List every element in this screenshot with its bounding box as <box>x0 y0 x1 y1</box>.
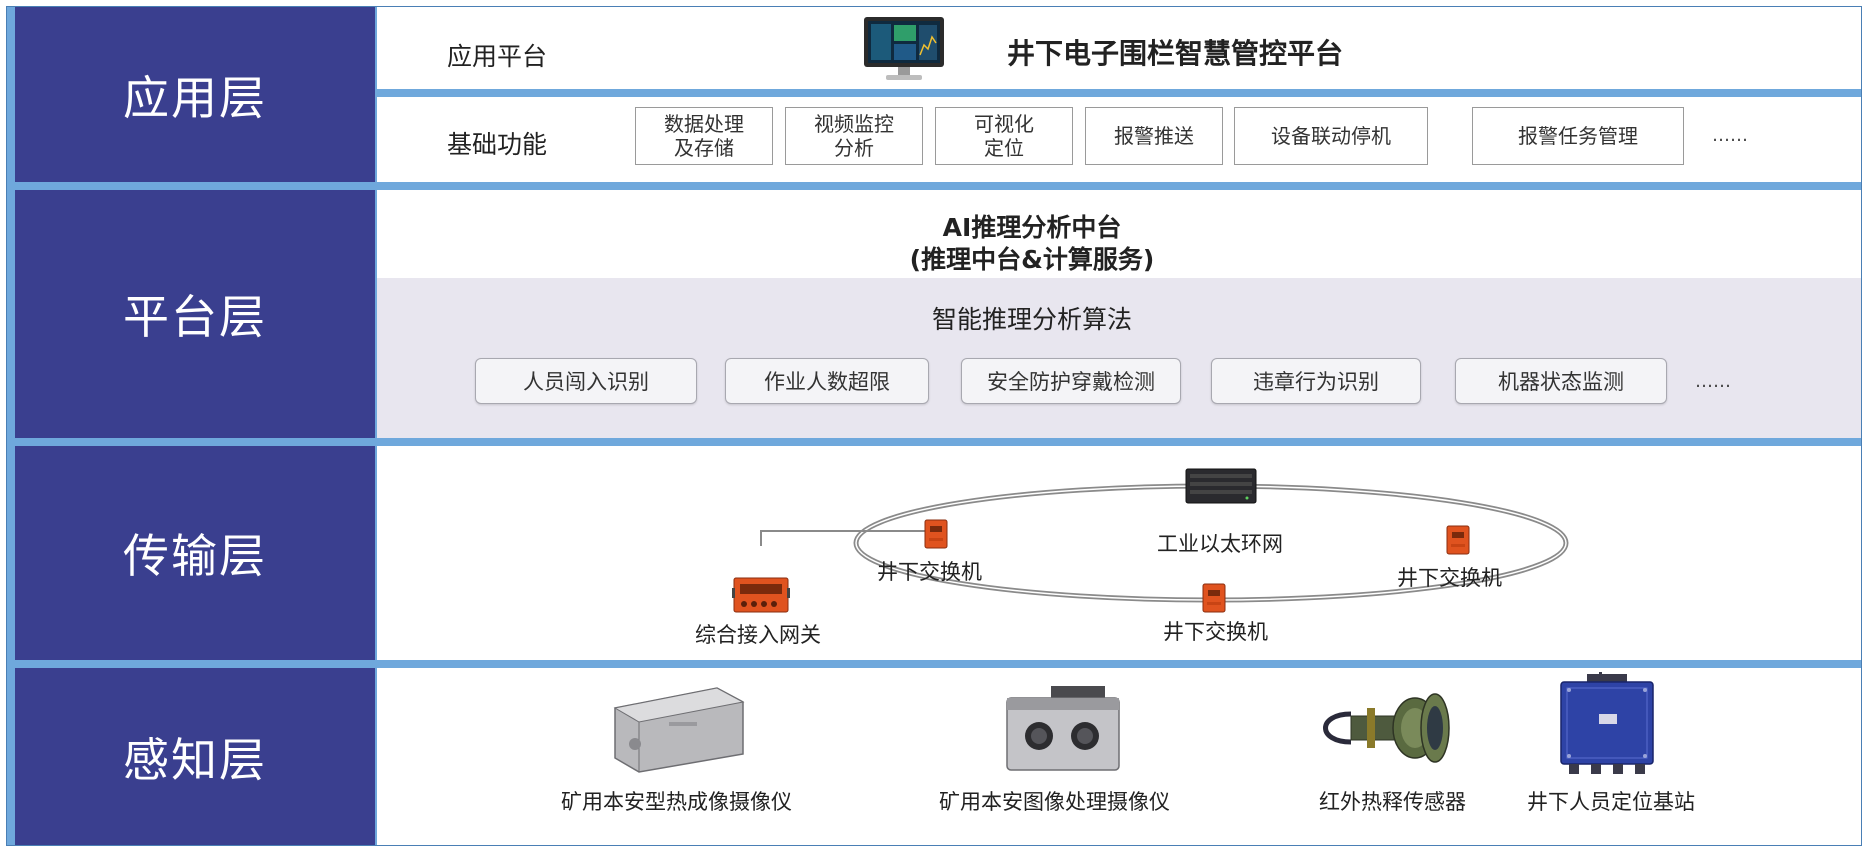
ring-label: 工业以太环网 <box>1157 532 1283 556</box>
functions-more: …… <box>1712 125 1748 146</box>
app-platform-row: 应用平台 井下电子围栏智慧管控平台 <box>377 7 1861 89</box>
switch-right-label: 井下交换机 <box>1397 566 1502 590</box>
switch-bottom-label: 井下交换机 <box>1163 620 1268 644</box>
function-line: 视频监控 <box>814 112 894 136</box>
function-line: 定位 <box>984 136 1024 160</box>
device-base-station-label: 井下人员定位基站 <box>1527 790 1695 814</box>
device-image-camera-label: 矿用本安图像处理摄像仪 <box>939 790 1170 814</box>
base-station-icon <box>1560 672 1654 774</box>
gateway-label: 综合接入网关 <box>695 623 821 647</box>
switch-bottom-icon <box>1202 583 1226 613</box>
algorithm-band: 智能推理分析算法 人员闯入识别 作业人数超限 安全防护穿戴检测 违章行为识别 机… <box>377 278 1861 438</box>
platform-panel: AI推理分析中台 (推理中台&计算服务) 智能推理分析算法 人员闯入识别 作业人… <box>377 190 1861 438</box>
monitor-icon <box>864 17 944 80</box>
row-label-app-platform: 应用平台 <box>447 42 548 71</box>
function-line: 及存储 <box>674 136 734 160</box>
gateway-icon <box>732 577 790 613</box>
algorithm-machine-status: 机器状态监测 <box>1455 358 1667 404</box>
layer-label-perception: 感知层 <box>15 668 375 845</box>
ai-platform-title: AI推理分析中台 <box>942 213 1122 242</box>
algorithm-title: 智能推理分析算法 <box>931 305 1132 334</box>
function-alarm-push: 报警推送 <box>1085 107 1223 165</box>
function-linkage-stop: 设备联动停机 <box>1234 107 1428 165</box>
function-visual-positioning: 可视化定位 <box>935 107 1073 165</box>
algorithm-ppe-detection: 安全防护穿戴检测 <box>961 358 1181 404</box>
switch-left-icon <box>924 519 948 549</box>
algorithm-violation: 违章行为识别 <box>1211 358 1421 404</box>
infrared-sensor-icon <box>1323 693 1450 763</box>
device-infrared-sensor-label: 红外热释传感器 <box>1319 790 1466 814</box>
function-alarm-task-management: 报警任务管理 <box>1472 107 1684 165</box>
device-thermal-camera-label: 矿用本安型热成像摄像仪 <box>561 790 792 814</box>
function-line: 数据处理 <box>664 112 744 136</box>
switch-left-label: 井下交换机 <box>877 560 982 584</box>
algorithms-more: …… <box>1695 371 1731 392</box>
function-video-analysis: 视频监控分析 <box>785 107 923 165</box>
ring-network-diagram <box>760 483 1569 603</box>
thermal-camera-icon <box>613 687 745 773</box>
layer-label-transport: 传输层 <box>15 446 375 660</box>
function-data-processing: 数据处理及存储 <box>635 107 773 165</box>
switch-right-icon <box>1446 525 1470 555</box>
transport-panel: 工业以太环网 井下交换机 井下交换机 井下交换机 <box>377 446 1861 660</box>
algorithm-intrusion: 人员闯入识别 <box>475 358 697 404</box>
algorithm-headcount: 作业人数超限 <box>725 358 929 404</box>
core-switch-icon <box>1185 468 1257 504</box>
layer-label-application: 应用层 <box>15 7 375 182</box>
platform-title: 井下电子围栏智慧管控平台 <box>1007 37 1344 70</box>
architecture-frame: 应用层 平台层 传输层 感知层 应用平台 井下电子围栏智慧管控平台 基础功能 数… <box>6 6 1862 846</box>
ai-platform-subtitle: (推理中台&计算服务) <box>909 245 1155 274</box>
image-processing-camera-icon <box>1006 686 1120 771</box>
app-functions-row: 基础功能 数据处理及存储 视频监控分析 可视化定位 报警推送 设备联动停机 报警… <box>377 97 1861 182</box>
function-line: 可视化 <box>974 112 1034 136</box>
perception-panel: 矿用本安型热成像摄像仪 矿用本安图像处理摄像仪 红外热释传感器 <box>377 668 1861 845</box>
gateway-link <box>760 530 933 546</box>
layer-label-platform: 平台层 <box>15 190 375 438</box>
row-label-basic-functions: 基础功能 <box>447 130 548 159</box>
function-line: 分析 <box>834 136 874 160</box>
